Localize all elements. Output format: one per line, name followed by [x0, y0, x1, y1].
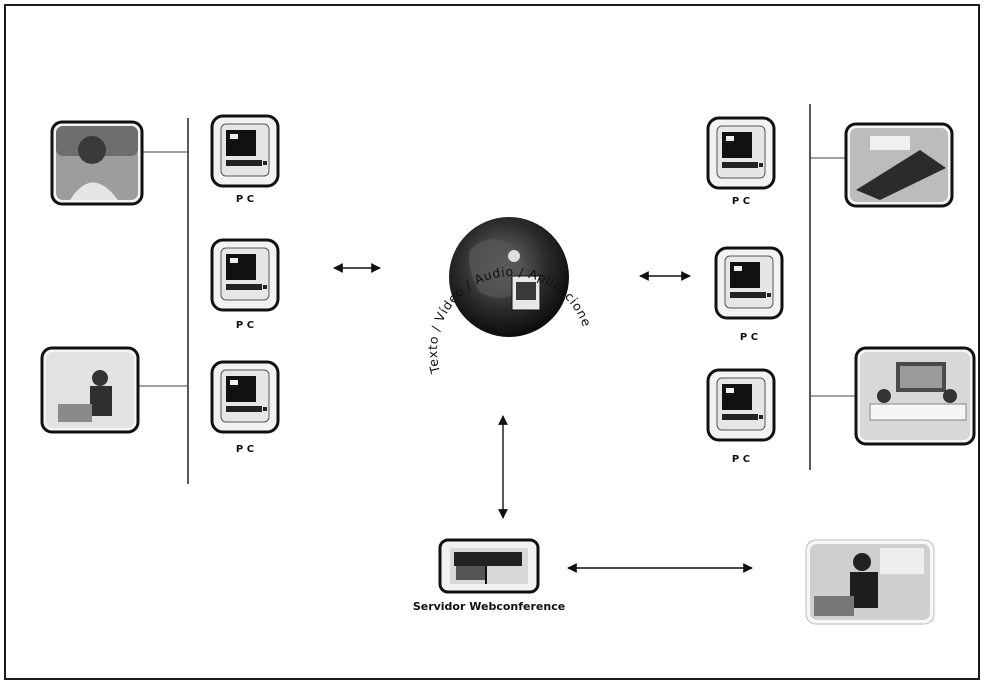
device-photo-right-top: [844, 122, 954, 208]
pc-label-right-3: P C: [732, 454, 750, 465]
pc-icon-left-2: [210, 238, 280, 312]
person-photo-left-bottom: [40, 346, 140, 434]
remote-user-photo: [805, 539, 935, 625]
pc-label-right-1: P C: [732, 196, 750, 207]
pc-icon-left-1: [210, 114, 280, 188]
central-conference-globe: [449, 217, 569, 337]
server-icon: [438, 538, 540, 594]
pc-label-left-2: P C: [236, 320, 254, 331]
pc-icon-right-3: [706, 368, 776, 442]
person-photo-left-top: [50, 120, 144, 206]
pc-label-left-3: P C: [236, 444, 254, 455]
server-label: Servidor Webconference: [413, 600, 565, 613]
pc-icon-right-2: [714, 246, 784, 320]
pc-label-right-2: P C: [740, 332, 758, 343]
pc-icon-left-3: [210, 360, 280, 434]
pc-label-left-1: P C: [236, 194, 254, 205]
pc-icon-right-1: [706, 116, 776, 190]
meeting-room-photo-right: [854, 346, 976, 446]
diagram-frame: [4, 4, 980, 680]
